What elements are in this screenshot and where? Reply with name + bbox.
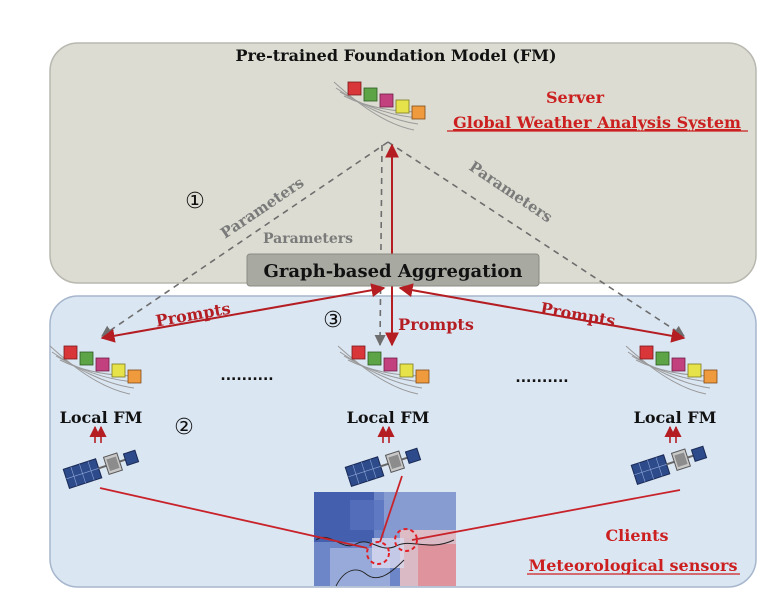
aggregation-box [246,253,540,287]
clients-ellipsis-left: .......... [220,368,273,384]
aggregation-label: Graph-based Aggregation [264,261,523,282]
weather-map-image [314,492,456,587]
local-fm-label-left: Local FM [60,408,143,427]
sensor-link-right [411,489,681,541]
clients-sensors-label: Meteorological sensors [529,556,738,575]
prompts-label-center: Prompts [398,315,474,334]
clients-ellipsis-right: .......... [515,370,568,386]
step-3-marker: ③ [323,308,343,333]
clients-label: Clients [605,526,668,545]
server-title: Pre-trained Foundation Model (FM) [235,46,556,65]
prompts-arrow-right [398,283,686,343]
server-system-label: Global Weather Analysis System [453,113,741,132]
parameters-arrow-right [387,141,685,337]
step-2-marker: ② [174,415,194,440]
sensor-link-left [99,487,368,549]
server-label: Server [546,88,605,107]
prompts-arrow-left [100,283,386,343]
local-fm-label-right: Local FM [634,408,717,427]
step-1-marker: ① [185,189,205,214]
local-fm-label-center: Local FM [347,408,430,427]
sensor-link-center [379,475,403,543]
parameters-label-center: Parameters [263,231,353,247]
server-panel [49,42,757,284]
